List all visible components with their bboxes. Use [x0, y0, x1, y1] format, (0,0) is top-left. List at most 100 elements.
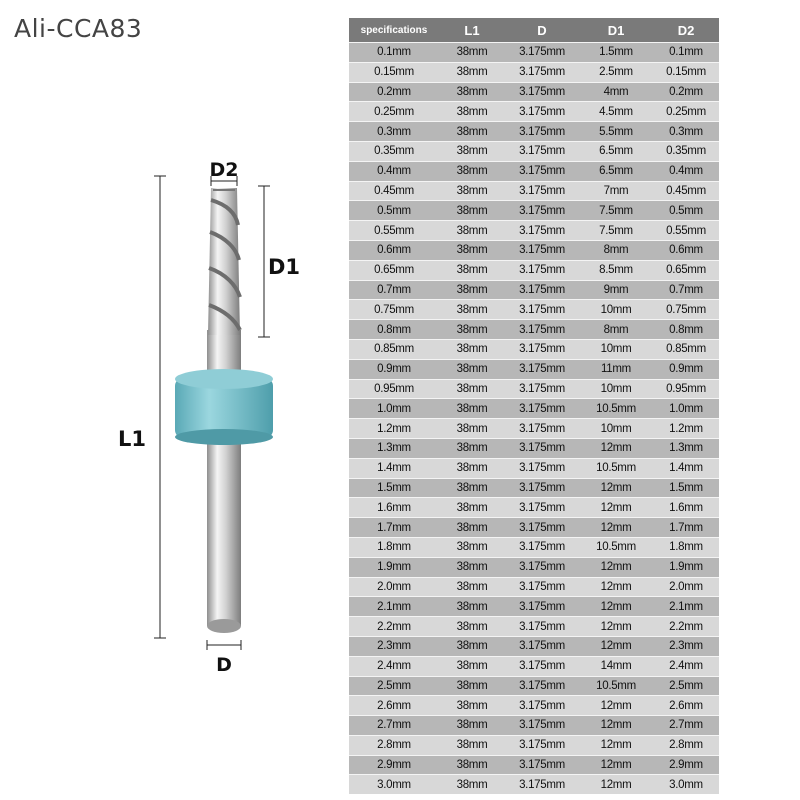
d-label: D [216, 654, 232, 676]
watermark: Ali-CCA83 [14, 14, 143, 43]
cell-d: 3.175mm [505, 180, 579, 201]
cell-d: 3.175mm [505, 338, 579, 360]
drill-bit-diagram: D2 D1 L1 D [118, 159, 300, 676]
cell-d2: 2.6mm [653, 695, 719, 716]
cell-l1: 38mm [439, 299, 505, 320]
cell-l1: 38mm [439, 378, 505, 399]
cell-d2: 1.7mm [653, 517, 719, 538]
cell-l1: 38mm [439, 576, 505, 597]
cell-l1: 38mm [439, 734, 505, 756]
cell-d: 3.175mm [505, 140, 579, 162]
cell-specification: 1.2mm [349, 418, 439, 439]
cell-l1: 38mm [439, 497, 505, 518]
cell-l1: 38mm [439, 180, 505, 201]
cell-d1: 7.5mm [579, 220, 653, 241]
cell-d2: 1.4mm [653, 457, 719, 479]
cell-l1: 38mm [439, 418, 505, 439]
cell-d2: 0.9mm [653, 358, 719, 380]
cell-specification: 0.85mm [349, 338, 439, 360]
cell-specification: 0.5mm [349, 200, 439, 221]
cell-d2: 2.1mm [653, 596, 719, 617]
cell-d1: 14mm [579, 655, 653, 676]
cell-d2: 2.8mm [653, 734, 719, 756]
cell-d: 3.175mm [505, 715, 579, 736]
cell-d1: 10.5mm [579, 675, 653, 696]
cell-d2: 0.55mm [653, 220, 719, 241]
cell-d2: 1.2mm [653, 418, 719, 439]
cell-d: 3.175mm [505, 655, 579, 676]
drill-collar [175, 369, 273, 445]
cell-specification: 2.4mm [349, 655, 439, 676]
cell-specification: 2.3mm [349, 635, 439, 657]
cell-d1: 11mm [579, 358, 653, 380]
cell-d: 3.175mm [505, 61, 579, 83]
cell-d1: 2.5mm [579, 61, 653, 83]
cell-d1: 8.5mm [579, 259, 653, 281]
cell-d: 3.175mm [505, 457, 579, 479]
cell-d2: 1.8mm [653, 536, 719, 558]
cell-d1: 8mm [579, 319, 653, 340]
cell-l1: 38mm [439, 200, 505, 221]
cell-d2: 1.5mm [653, 477, 719, 498]
cell-d2: 0.7mm [653, 279, 719, 300]
d1-dimension: D1 [258, 185, 300, 338]
cell-d: 3.175mm [505, 556, 579, 578]
cell-l1: 38mm [439, 338, 505, 360]
cell-specification: 1.8mm [349, 536, 439, 558]
cell-specification: 2.0mm [349, 576, 439, 597]
cell-l1: 38mm [439, 140, 505, 162]
cell-d2: 2.2mm [653, 616, 719, 637]
cell-specification: 0.45mm [349, 180, 439, 201]
cell-d1: 4.5mm [579, 101, 653, 122]
cell-d: 3.175mm [505, 497, 579, 518]
cell-l1: 38mm [439, 42, 505, 63]
cell-l1: 38mm [439, 220, 505, 241]
cell-l1: 38mm [439, 616, 505, 637]
cell-specification: 0.9mm [349, 358, 439, 380]
cell-l1: 38mm [439, 61, 505, 83]
cell-d: 3.175mm [505, 734, 579, 756]
cell-d1: 12mm [579, 695, 653, 716]
cell-l1: 38mm [439, 675, 505, 696]
cell-d: 3.175mm [505, 299, 579, 320]
d1-label: D1 [268, 255, 300, 279]
cell-d1: 1.5mm [579, 42, 653, 63]
d2-label: D2 [210, 159, 239, 181]
cell-d: 3.175mm [505, 358, 579, 380]
cell-d2: 0.75mm [653, 299, 719, 320]
cell-l1: 38mm [439, 160, 505, 182]
header-specifications: specifications [349, 18, 439, 43]
cell-d2: 2.5mm [653, 675, 719, 696]
cell-d2: 0.65mm [653, 259, 719, 281]
cell-d1: 10.5mm [579, 457, 653, 479]
cell-d2: 1.3mm [653, 437, 719, 459]
cell-d2: 2.0mm [653, 576, 719, 597]
cell-d: 3.175mm [505, 754, 579, 775]
cell-d: 3.175mm [505, 616, 579, 637]
cell-d2: 2.9mm [653, 754, 719, 775]
cell-d1: 10mm [579, 378, 653, 399]
cell-d1: 12mm [579, 715, 653, 736]
cell-d: 3.175mm [505, 398, 579, 419]
cell-l1: 38mm [439, 279, 505, 300]
cell-d: 3.175mm [505, 279, 579, 300]
cell-l1: 38mm [439, 596, 505, 617]
cell-d2: 0.95mm [653, 378, 719, 399]
cell-d1: 12mm [579, 774, 653, 795]
cell-specification: 0.8mm [349, 319, 439, 340]
cell-specification: 2.2mm [349, 616, 439, 637]
